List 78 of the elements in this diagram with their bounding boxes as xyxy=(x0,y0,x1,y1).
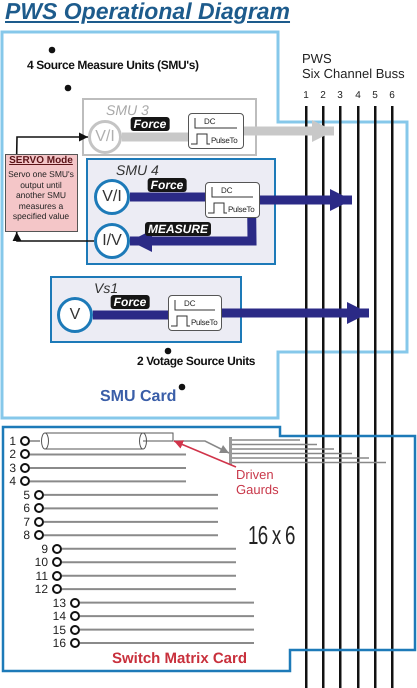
bus-number: 1 xyxy=(302,90,310,101)
bus-number: 3 xyxy=(336,90,344,101)
card-outline xyxy=(2,32,407,418)
pin-number: 1 xyxy=(9,434,16,448)
waveform-label: DC xyxy=(184,299,196,308)
pin-number: 4 xyxy=(9,474,16,488)
pin-number: 7 xyxy=(23,514,30,529)
connector-line xyxy=(232,439,300,441)
pin-number: 14 xyxy=(52,609,66,624)
bus-number: 4 xyxy=(354,90,362,101)
meter-circle xyxy=(57,297,93,333)
waveform-box xyxy=(188,113,244,149)
edge-label: Force xyxy=(130,117,170,131)
pin-number: 12 xyxy=(34,582,48,596)
cable-drawing xyxy=(40,432,174,450)
waveform-label: PulseTo xyxy=(211,136,238,145)
pin-number: 13 xyxy=(52,596,66,610)
pin-number: 16 xyxy=(52,636,66,650)
connector-line xyxy=(232,457,369,459)
card-title: Switch Matrix Card xyxy=(112,650,248,667)
unit-title: SMU 4 xyxy=(116,162,159,178)
note-heading: SERVO Mode xyxy=(8,155,74,166)
heading-text: 2 Votage Source Units xyxy=(137,354,256,368)
note-box xyxy=(5,154,78,232)
meter-label: V/I xyxy=(94,128,116,146)
arrow xyxy=(12,232,94,242)
pin-number: 11 xyxy=(36,568,48,583)
pin-number: 8 xyxy=(23,528,30,542)
meter-circle xyxy=(94,223,130,259)
matrix-size-label: 16 x 6 xyxy=(248,520,295,551)
pin-number: 2 xyxy=(9,447,16,462)
heading-text: 4 Source Measure Units (SMU's) xyxy=(27,58,199,72)
edge-label: MEASURE xyxy=(145,222,211,236)
edge-label: Force xyxy=(110,295,150,309)
unit-title: Vs1 xyxy=(94,280,118,296)
bus-title: Six Channel Buss xyxy=(302,66,405,81)
connector-line xyxy=(232,448,334,450)
edge-label: Force xyxy=(148,178,186,192)
bus-title: PWS xyxy=(302,51,332,66)
waveform-label: DC xyxy=(221,186,233,195)
connector-line xyxy=(30,440,40,442)
waveform-label: PulseTo xyxy=(228,205,254,214)
bus-tap-bar xyxy=(229,437,232,465)
arrow xyxy=(260,189,352,211)
bus-number: 2 xyxy=(319,90,327,101)
bus-number: 6 xyxy=(388,90,396,101)
arrow xyxy=(174,440,230,454)
callout-text: Driven Gaurds xyxy=(236,467,280,497)
unit-box xyxy=(50,276,242,343)
pin-number: 5 xyxy=(23,488,30,502)
connector-line xyxy=(232,462,386,464)
arrow xyxy=(244,120,334,142)
waveform-box xyxy=(168,295,222,331)
arrow xyxy=(222,302,369,324)
card-title: SMU Card xyxy=(100,388,176,406)
waveform-box xyxy=(205,182,260,218)
arrow xyxy=(130,218,257,252)
meter-circle xyxy=(94,179,130,215)
meter-label: I/V xyxy=(101,232,123,250)
pin-number: 15 xyxy=(52,622,66,637)
bus-number: 5 xyxy=(371,90,379,101)
waveform-label: DC xyxy=(204,117,216,126)
card-outline xyxy=(2,426,416,674)
pin-number: 9 xyxy=(41,542,48,556)
note-text: Servo one SMU's output until another SMU measures a specified value xyxy=(8,169,74,222)
connector-line xyxy=(232,452,352,454)
connector-line xyxy=(232,444,317,446)
meter-label: V/I xyxy=(101,188,123,206)
waveform-label: PulseTo xyxy=(191,318,218,327)
pin-number: 3 xyxy=(9,460,16,475)
pin-number: 6 xyxy=(23,501,30,516)
unit-title: SMU 3 xyxy=(106,102,149,118)
meter-label: V xyxy=(68,306,82,324)
meter-circle xyxy=(88,120,122,154)
arrow xyxy=(16,132,88,154)
pin-number: 10 xyxy=(34,555,48,570)
leader-line xyxy=(174,440,236,468)
diagram-title: PWS Operational Diagram xyxy=(5,0,290,25)
